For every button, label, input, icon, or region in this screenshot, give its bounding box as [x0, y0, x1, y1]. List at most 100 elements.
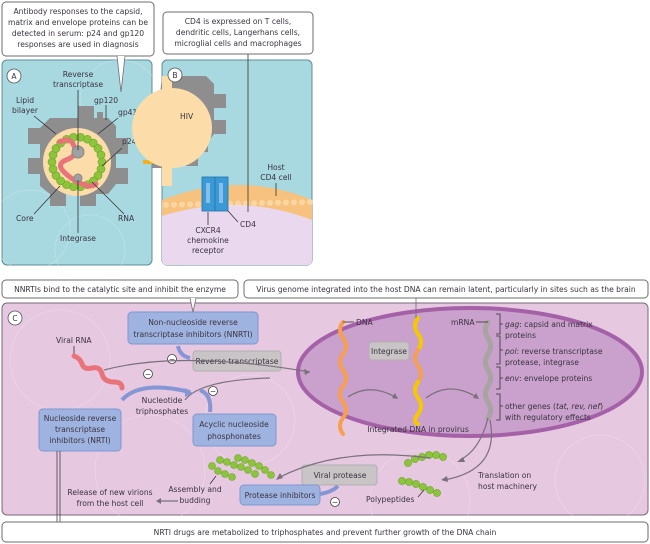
- protein-bead: [223, 458, 231, 466]
- host-cytoplasm: [162, 204, 312, 265]
- svg-text:−: −: [210, 387, 216, 396]
- acyclic-box: [192, 413, 277, 447]
- protein-bead: [261, 466, 269, 474]
- inhibit-icon: [143, 369, 153, 379]
- protein-bead: [432, 451, 440, 459]
- protein-bead: [62, 180, 71, 190]
- nnrti-inhibit-arrow: [176, 345, 191, 360]
- label-host-2: CD4 cell: [260, 173, 291, 182]
- label-hiv: HIV: [180, 112, 194, 121]
- nrti-inhibit-arrow: [120, 385, 191, 402]
- host-nucleus: [296, 306, 644, 438]
- label-integrase: Integrase: [60, 234, 96, 243]
- svg-text:−: −: [332, 498, 338, 507]
- label-viral-rna: Viral RNA: [56, 336, 92, 345]
- panel-c: C Viral RNA Non-nucleoside reverse trans…: [1, 294, 649, 544]
- panel-a-badge-label: A: [11, 72, 17, 81]
- label-cxcr4-3: receptor: [192, 246, 225, 255]
- nrti-box: [38, 408, 122, 452]
- label-translation-1: Translation on: [477, 471, 531, 480]
- label-core: Core: [16, 214, 34, 223]
- reverse-transcriptase-label: Reverse transcriptase: [196, 357, 279, 366]
- gene-env-name: env: [505, 374, 519, 383]
- protein-bead: [419, 483, 427, 491]
- protein-bead: [96, 150, 106, 160]
- label-assembly-2: budding: [179, 496, 210, 505]
- protease-inhibit-arrow: [319, 484, 340, 496]
- polypeptide-to-assembly-arrow: [277, 454, 431, 479]
- viral-protease-box: [301, 464, 378, 486]
- gene-gag-desc-1: : capsid and matrix: [519, 320, 593, 329]
- protein-bead: [214, 467, 222, 475]
- callout-nnrti: [1, 279, 239, 299]
- panel-b-badge-label: B: [172, 71, 177, 80]
- panel-c-badge-label: C: [12, 314, 17, 323]
- protein-bead: [426, 486, 434, 494]
- callout-cd4-line-3: microglial cells and macrophages: [174, 39, 301, 48]
- label-mrna: mRNA: [451, 318, 475, 327]
- protein-bead: [237, 463, 245, 471]
- callout-latent: [243, 279, 649, 299]
- viral-rna: [71, 353, 125, 391]
- nrti-box-line-3: inhibitors (NRTI): [49, 436, 110, 445]
- label-cxcr4-2: chemokine: [187, 236, 229, 245]
- protein-bead: [208, 462, 216, 470]
- protease-inhibitors-box: [239, 484, 321, 506]
- callout-antibody-line-1: Antibody responses to the capsid,: [13, 7, 142, 16]
- protein-bead: [251, 470, 259, 478]
- label-release-2: from the host cell: [77, 499, 144, 508]
- callout-antibody: [1, 1, 155, 57]
- gene-pol-desc-2: protease, integrase: [505, 358, 579, 367]
- protein-bead: [398, 477, 406, 485]
- callout-nnrti-text: NNRTIs bind to the catalytic site and in…: [14, 285, 226, 294]
- gene-env-desc-1: : envelope proteins: [519, 374, 592, 383]
- svg-text:−: −: [169, 355, 175, 364]
- protein-bead: [439, 453, 447, 461]
- label-nucleotide-1: Nucleotide: [142, 396, 183, 405]
- gene-pol-desc-1: : reverse transcriptase: [517, 347, 603, 356]
- label-translation-2: host machinery: [478, 482, 538, 491]
- protein-bead: [433, 489, 441, 497]
- nnrti-box-line-2: transcriptase inhibitors (NNRTI): [133, 330, 252, 339]
- gene-gag-name: gag: [505, 320, 519, 329]
- callout-antibody-line-3: detected in serum: p24 and gp120: [12, 29, 144, 38]
- acyclic-box-line-1: Acyclic nucleoside: [199, 420, 269, 429]
- nrti-box-line-1: Nucleoside reverse: [44, 414, 117, 423]
- panel-b: HIV B Host CD4 cell CD4 CXCR4 chemokine …: [132, 11, 314, 266]
- label-release-1: Release of new virions: [67, 488, 152, 497]
- nnrti-box: [127, 311, 259, 345]
- protein-bead: [48, 164, 58, 174]
- nrti-box-line-2: transcriptase: [55, 425, 105, 434]
- callout-antibody-line-4: responses are used in diagnosis: [17, 40, 138, 49]
- protein-bead: [412, 480, 420, 488]
- label-gp41: gp41: [118, 108, 137, 117]
- protein-bead: [267, 471, 275, 479]
- svg-text:−: −: [145, 370, 151, 379]
- integrase-label: Integrase: [371, 347, 407, 356]
- label-nucleotide-2: triphosphates: [136, 407, 188, 416]
- assembly-beads: [208, 454, 275, 481]
- other-genes-list: tat, rev, nef: [556, 402, 601, 411]
- protein-bead: [228, 473, 236, 481]
- protein-bead: [221, 470, 229, 478]
- protein-bead: [405, 478, 413, 486]
- callout-nrti: [1, 521, 649, 543]
- label-lipid-bilayer-2: bilayer: [12, 106, 39, 115]
- callout-latent-text: Virus genome integrated into the host DN…: [256, 285, 636, 294]
- mrna-strand: [483, 319, 493, 421]
- nnrti-box-line-1: Non-nucleoside reverse: [148, 318, 238, 327]
- svg-text:gag: capsid and matrix: gag: capsid and matrix: [505, 320, 593, 329]
- panel-a-badge: [6, 68, 22, 84]
- protein-bead: [411, 455, 419, 463]
- callout-cd4: [162, 11, 314, 55]
- panel-c-badge: [7, 310, 23, 326]
- svg-text:other genes (tat, rev, nef): other genes (tat, rev, nef): [505, 402, 603, 411]
- integrated-dna-strand: [413, 380, 423, 426]
- callout-cd4-line-1: CD4 is expressed on T cells,: [185, 17, 292, 26]
- callout-antibody-line-2: matrix and envelope proteins can be: [8, 18, 148, 27]
- protein-bead: [244, 466, 252, 474]
- label-lipid-bilayer-1: Lipid: [16, 96, 34, 105]
- protein-bead: [241, 456, 249, 464]
- label-integrated-dna: Integrated DNA in provirus: [367, 425, 469, 434]
